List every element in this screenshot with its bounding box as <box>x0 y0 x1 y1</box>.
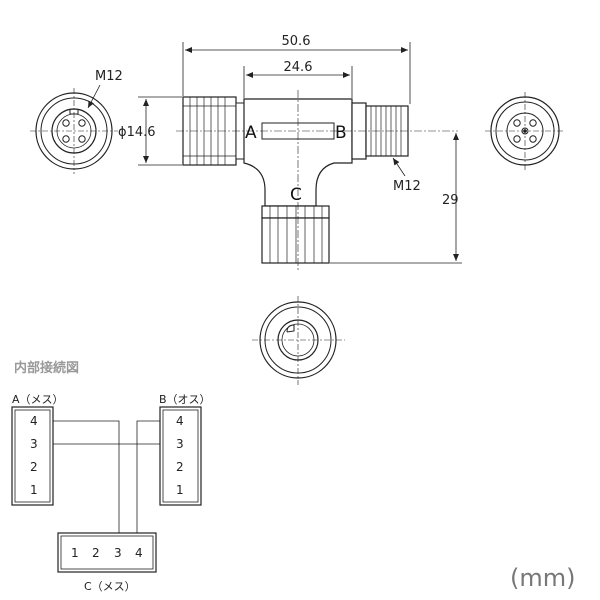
thread-left-label: M12 <box>95 69 123 84</box>
connector-a-label: A（メス） <box>12 393 64 406</box>
end-view-b <box>485 92 565 170</box>
connector-b-label: B（オス） <box>159 393 211 406</box>
body-length-value: 24.6 <box>284 60 313 75</box>
dimension-overall-length <box>182 42 411 104</box>
thread-left-leader <box>87 84 101 109</box>
connector-b-pin: 4 <box>176 414 184 428</box>
connector-a-box <box>11 406 54 506</box>
wiring-lines <box>53 420 160 533</box>
dimension-diameter <box>138 96 182 166</box>
connector-c-pin: 1 <box>71 546 79 560</box>
wiring-section-title: 内部接続図 <box>14 360 79 376</box>
connector-c-pin: 2 <box>92 546 100 560</box>
connector-c-pin: 3 <box>114 546 122 560</box>
connector-c-box <box>57 532 157 573</box>
port-c-label: C <box>290 185 302 205</box>
diameter-value: ϕ14.6 <box>118 125 156 140</box>
connector-a-pin: 3 <box>30 437 38 451</box>
port-a-label: A <box>245 123 257 143</box>
connector-a-pin: 1 <box>30 483 38 497</box>
connector-b-box <box>159 406 202 506</box>
overall-length-value: 50.6 <box>282 34 311 49</box>
connector-c-pin: 4 <box>135 546 143 560</box>
end-view-c <box>252 296 345 385</box>
unit-label: (mm) <box>510 564 575 592</box>
connector-body <box>182 96 409 264</box>
connector-b-pin: 1 <box>176 483 184 497</box>
connector-b-pin: 2 <box>176 460 184 474</box>
end-view-a <box>30 88 118 174</box>
thread-right-label: M12 <box>393 179 421 194</box>
height-value: 29 <box>442 193 459 208</box>
connector-c-label: C（メス） <box>84 580 136 593</box>
dimension-body-length <box>243 66 353 98</box>
port-b-label: B <box>335 123 347 143</box>
connector-a-pin: 4 <box>30 414 38 428</box>
connector-b-pin: 3 <box>176 437 184 451</box>
connector-a-pin: 2 <box>30 460 38 474</box>
dimension-height <box>330 133 462 264</box>
thread-right-leader <box>392 157 406 177</box>
